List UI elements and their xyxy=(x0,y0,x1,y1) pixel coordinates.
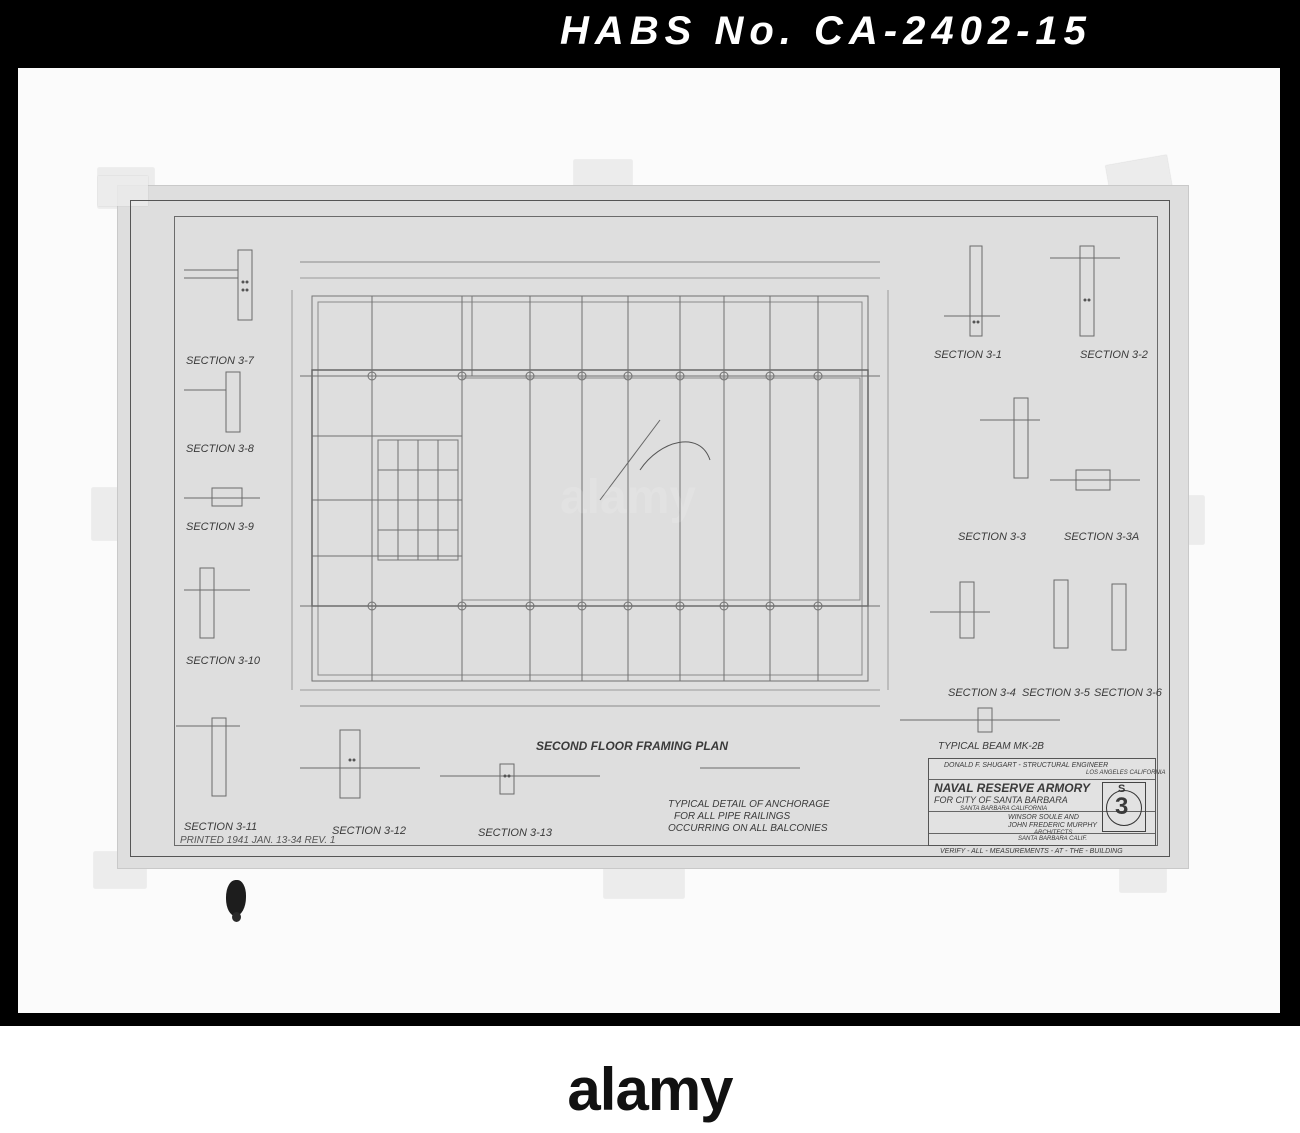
section-label: SECTION 3-13 xyxy=(478,827,552,839)
verify-note: VERIFY - ALL - MEASUREMENTS - AT - THE -… xyxy=(940,848,1123,855)
watermark-band xyxy=(0,1026,1300,1133)
floor-framing-plan-drawing xyxy=(176,245,1140,799)
anchorage-note: FOR ALL PIPE RAILINGS xyxy=(674,811,791,822)
sheet-border xyxy=(130,200,1170,857)
drawing-border xyxy=(174,216,1158,846)
section-label: SECTION 3-9 xyxy=(186,521,254,533)
section-label: SECTION 3-12 xyxy=(332,825,406,837)
ink-stain xyxy=(232,912,241,922)
project-title: NAVAL RESERVE ARMORY xyxy=(934,781,1091,795)
project-client: FOR CITY OF SANTA BARBARA xyxy=(934,795,1068,805)
engineer-name: DONALD F. SHUGART - STRUCTURAL ENGINEER xyxy=(944,762,1109,769)
section-label: SECTION 3-6 xyxy=(1094,687,1162,699)
sheet-number: 3 xyxy=(1115,793,1129,820)
watermark-overlay: alamy xyxy=(560,471,697,524)
architects: SANTA BARBARA CALIF. xyxy=(1018,836,1088,842)
section-label: SECTION 3-7 xyxy=(186,355,254,367)
architects: WINSOR SOULE AND xyxy=(1008,814,1079,821)
sheet-number-box xyxy=(1102,782,1146,832)
blueprint-sheet xyxy=(118,186,1188,868)
section-label: SECTION 3-3 xyxy=(958,531,1026,543)
section-label: SECTION 3-8 xyxy=(186,443,254,455)
section-label: SECTION 3-3A xyxy=(1064,531,1140,543)
architects: JOHN FREDERIC MURPHY xyxy=(1008,822,1098,829)
watermark-logo: alamy xyxy=(567,1056,733,1123)
section-label: SECTION 3-2 xyxy=(1080,349,1148,361)
section-label: SECTION 3-11 xyxy=(184,821,258,833)
architects: ARCHITECTS xyxy=(1034,830,1073,836)
ink-stain xyxy=(226,880,246,916)
tape-piece xyxy=(98,176,148,206)
sheet-number-circle xyxy=(1106,790,1142,826)
plan-title: SECOND FLOOR FRAMING PLAN xyxy=(536,739,728,753)
sheet-letter: S xyxy=(1118,783,1126,795)
project-location: SANTA BARBARA CALIFORNIA xyxy=(960,806,1048,812)
tape-piece xyxy=(604,862,684,898)
habs-number-label: HABS No. CA-2402-15 xyxy=(560,9,1092,53)
anchorage-note: OCCURRING ON ALL BALCONIES xyxy=(668,823,828,834)
section-label: SECTION 3-10 xyxy=(186,655,260,667)
section-label: SECTION 3-1 xyxy=(934,349,1002,361)
section-label: SECTION 3-5 xyxy=(1022,687,1090,699)
photo-frame: HABS No. CA-2402-15 xyxy=(0,0,1300,1026)
engineer-city: LOS ANGELES CALIFORNIA xyxy=(1086,770,1166,776)
section-label: SECTION 3-4 xyxy=(948,687,1016,699)
typical-beam-label: TYPICAL BEAM MK-2B xyxy=(938,741,1044,752)
anchorage-note: TYPICAL DETAIL OF ANCHORAGE xyxy=(668,799,830,810)
printed-stamp: PRINTED 1941 JAN. 13-34 REV. 1 xyxy=(180,835,336,846)
